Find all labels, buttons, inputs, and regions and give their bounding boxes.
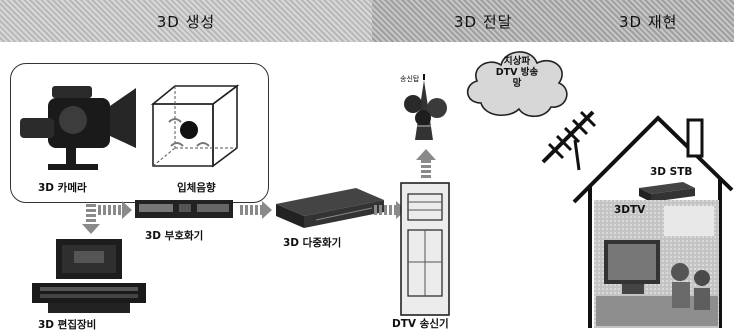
stage-band-delivery-playback: 3D 전달 3D 재현: [372, 0, 734, 42]
arrow-head-to-editor: [82, 224, 100, 234]
cloud-line-1: 지상파: [503, 56, 531, 67]
home-house-icon: [572, 115, 734, 328]
arrow-to-multiplexer: [240, 205, 262, 215]
3d-multiplexer-device-icon: [276, 188, 384, 228]
label-3d-stb: 3D STB: [650, 166, 693, 178]
label-3d-multiplexer: 3D 다중화기: [283, 237, 342, 249]
label-dtv-transmitter: DTV 송신기: [392, 318, 449, 330]
arrow-head-to-tower: [416, 149, 436, 160]
cloud-label: 지상파 DTV 방송 망: [478, 56, 556, 89]
dtv-transmitter-rack-icon: [400, 182, 450, 316]
3d-stb-device-icon: [639, 182, 695, 202]
arrow-to-editor: [86, 204, 96, 224]
stage-title-delivery: 3D 전달: [454, 12, 513, 31]
broadcast-network-cloud-icon: [466, 51, 568, 118]
3d-camera-icon: [20, 86, 136, 170]
transmission-tower-icon: [404, 74, 447, 140]
label-transmission-tower: 송신탑: [400, 75, 420, 83]
stage-title-generation: 3D 생성: [156, 12, 216, 31]
receiving-antenna-icon: [541, 110, 597, 171]
3d-audio-cube-icon: [150, 84, 240, 168]
label-3d-camera: 3D 카메라: [38, 182, 87, 194]
3d-encoder-device-icon: [135, 200, 233, 218]
arrow-to-encoder: [98, 205, 122, 215]
3dtv-living-room-photo: [594, 200, 719, 328]
stage-title-playback: 3D 재현: [619, 12, 678, 31]
arrow-to-tower: [421, 160, 431, 180]
label-3d-editor: 3D 편집장비: [38, 319, 97, 331]
label-3d-encoder: 3D 부호화기: [145, 230, 204, 242]
arrow-head-to-encoder: [122, 201, 132, 219]
label-3d-audio: 입체음향: [177, 182, 216, 194]
arrow-head-to-multiplexer: [262, 201, 272, 219]
arrow-to-transmitter: [374, 205, 396, 215]
3d-editor-workstation-icon: [32, 239, 146, 313]
cloud-line-3: 망: [512, 78, 522, 89]
stage-band-generation: 3D 생성: [0, 0, 372, 42]
cloud-line-2: DTV 방송: [495, 67, 539, 78]
label-3dtv: 3DTV: [614, 204, 646, 216]
